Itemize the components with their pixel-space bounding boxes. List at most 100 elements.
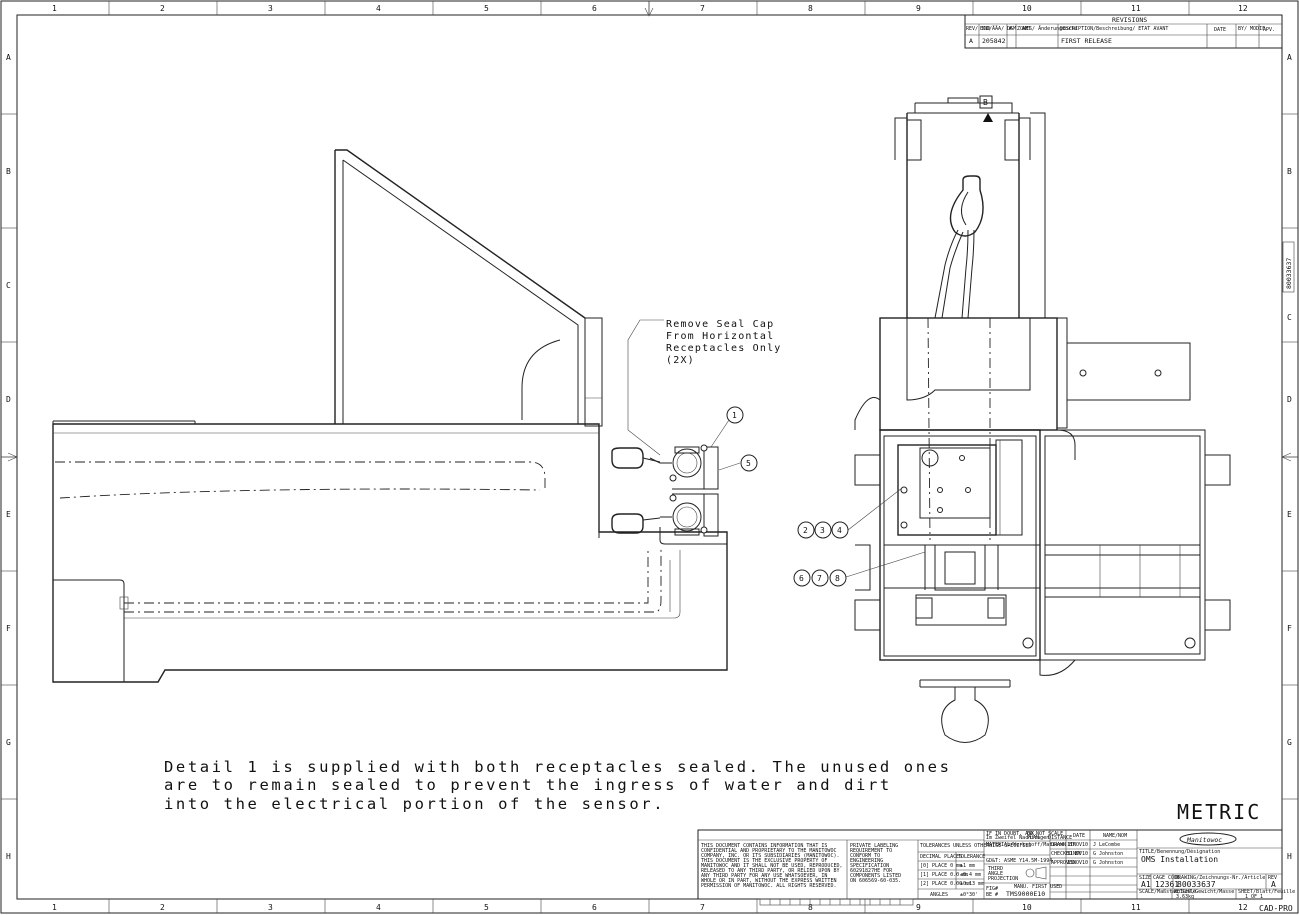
drawing-title: OMS Installation xyxy=(1141,855,1218,864)
zones-header: ZONES/ Änderungsorte xyxy=(1017,25,1077,32)
confidential-line: PERMISSION OF MANITOWOC. ALL RIGHTS RESE… xyxy=(701,883,836,889)
col-label: 7 xyxy=(700,903,705,912)
metric-label: METRIC xyxy=(1177,800,1261,824)
labeling-line: CONFORM TO xyxy=(850,853,880,859)
row-label: H xyxy=(1287,852,1292,861)
confidential-line: CONFIDENTIAL AND PROPRIETARY TO THE MANI… xyxy=(701,848,836,854)
seal-note-line: From Horizontal xyxy=(666,331,774,342)
confidential-line: THIS DOCUMENT CONTAINS INFORMATION THAT … xyxy=(701,843,827,849)
callout-bubbles: 1 5 2 3 4 6 7 8 B xyxy=(726,98,988,587)
side-drawing-tag: 80033637 xyxy=(1285,258,1293,289)
projection-line: PROJECTION xyxy=(988,876,1018,882)
seal-note-line: (2X) xyxy=(666,355,695,366)
confidential-line: RELEASED TO ANY THIRD PARTY, OR RELIED U… xyxy=(701,868,839,874)
tolerance-value: ±0.13 mm xyxy=(960,881,984,887)
drawing-no-value: 80033637 xyxy=(1177,880,1216,889)
side-view-boom xyxy=(52,149,728,683)
labeling-line: ENGINEERING xyxy=(850,858,883,864)
size-label: SIZE xyxy=(1139,875,1151,881)
geo-note: Im Zweifel Nachfragen xyxy=(986,835,1049,841)
col-label: 5 xyxy=(484,4,489,13)
callout-3: 3 xyxy=(820,526,825,535)
oms-sensor-detail xyxy=(611,319,741,537)
sign-name: G Johnston xyxy=(1093,860,1123,866)
geo-note: DO NOT SCALE xyxy=(1027,831,1063,837)
callout-1: 1 xyxy=(732,411,737,420)
row-label: H xyxy=(6,852,11,861)
date-header: DATE xyxy=(1214,27,1226,33)
material-label: MATERIAL/Werkstoff/Matière xyxy=(986,841,1064,848)
col-label: 10 xyxy=(1022,903,1032,912)
geo-note: IF IN DOUBT, ASK. xyxy=(986,831,1037,837)
row-label: D xyxy=(6,395,11,404)
description-value: FIRST RELEASE xyxy=(1061,37,1112,45)
confidential-line: ANY THIRD PARTY FOR ANY USE WHATSOEVER, … xyxy=(701,873,827,879)
tolerance-value: ±1 mm xyxy=(960,863,975,869)
main-note-line: into the electrical portion of the senso… xyxy=(164,795,665,813)
col-label: 12 xyxy=(1238,903,1248,912)
col-label: 10 xyxy=(1022,4,1032,13)
seal-note-line: Remove Seal Cap xyxy=(666,319,774,330)
col-label: 12 xyxy=(1238,4,1248,13)
rev-label: REV xyxy=(1268,875,1277,881)
tolerances-title: TOLERANCES UNLESS OTHERWISE SPECIFIED xyxy=(920,843,1031,849)
projection-line: THIRD xyxy=(988,866,1003,872)
row-label: G xyxy=(6,738,11,747)
sheet-value: 1 OF 1 xyxy=(1245,894,1263,900)
tolerance-value: ±0.4 mm xyxy=(960,872,981,878)
weight-value: 3.63kg xyxy=(1176,894,1194,900)
confidential-line: THIS DOCUMENT IS THE EXCLUSIVE PROPERTY … xyxy=(701,858,827,864)
callout-6: 6 xyxy=(799,574,804,583)
col-label: 3 xyxy=(268,4,273,13)
row-label: A xyxy=(1287,53,1292,62)
gdt-note: GD&T: ASME Y14.5M-1994 xyxy=(986,858,1052,864)
row-label: B xyxy=(6,167,11,176)
tolerance-place: [1] PLACE 0.0 mm xyxy=(920,872,968,878)
decimal-header: DECIMAL PLACES xyxy=(920,854,962,860)
callout-5: 5 xyxy=(746,459,751,468)
row-label: F xyxy=(6,624,11,633)
col-label: 1 xyxy=(52,4,57,13)
col-label: 9 xyxy=(916,4,921,13)
row-label: A xyxy=(6,53,11,62)
tolerance-place: [2] PLACE 0.00 mm xyxy=(920,881,971,887)
modif-header: BY/ MODIF. xyxy=(1238,26,1268,32)
col-label: 2 xyxy=(160,903,165,912)
callout-8: 8 xyxy=(835,574,840,583)
title-label: TITLE/Benennung/Désignation xyxy=(1139,848,1220,855)
angles-value: ±0°30' xyxy=(960,892,978,898)
eco-value: 205842 xyxy=(982,37,1006,45)
seal-note-line: Receptacles Only xyxy=(666,343,782,354)
weight-label: WEIGHT/Gewicht/Masse xyxy=(1174,889,1234,895)
date-header: DATE xyxy=(1073,833,1085,839)
num-header: # xyxy=(1009,26,1012,32)
corner-tag: CAD-PRO xyxy=(1259,904,1293,913)
labeling-line: PRIVATE LABELING xyxy=(850,843,898,849)
col-label: 6 xyxy=(592,903,597,912)
finish-label: MANU. FIRST USED xyxy=(1014,884,1062,890)
col-label: 4 xyxy=(376,4,381,13)
sign-date: 11NOV10 xyxy=(1067,851,1088,857)
name-header: NAME/NOM xyxy=(1103,833,1127,839)
be-label: BE # xyxy=(986,892,998,898)
rev-header: REV/ IND xyxy=(966,26,990,32)
row-label: E xyxy=(1287,510,1292,519)
confidential-line: MANITOWOC AND IT SHALL NOT BE USED, REPR… xyxy=(701,863,842,869)
labeling-line: REQUIREMENT TO xyxy=(850,848,892,854)
callout-4: 4 xyxy=(837,526,842,535)
sign-name: G Johnston xyxy=(1093,851,1123,857)
rev-value: A xyxy=(969,37,973,45)
view-b-label: B xyxy=(983,98,988,107)
col-label: 8 xyxy=(808,903,813,912)
eco-header: ECO/ÄÄA/ DGM. AMT xyxy=(980,25,1031,32)
sign-role: CHECKED BY xyxy=(1051,851,1081,857)
col-label: 11 xyxy=(1131,4,1141,13)
finish-code: TMS9000E10 xyxy=(1006,890,1045,898)
confidential-line: COMPANY, INC. OR ITS SUBSIDIARIES (MANIT… xyxy=(701,853,839,859)
sign-date: 11NOV10 xyxy=(1067,860,1088,866)
seal-cap-note: Remove Seal Cap From Horizontal Receptac… xyxy=(666,319,782,366)
size-value: A1 xyxy=(1141,880,1151,889)
front-view-boom xyxy=(854,95,1231,743)
